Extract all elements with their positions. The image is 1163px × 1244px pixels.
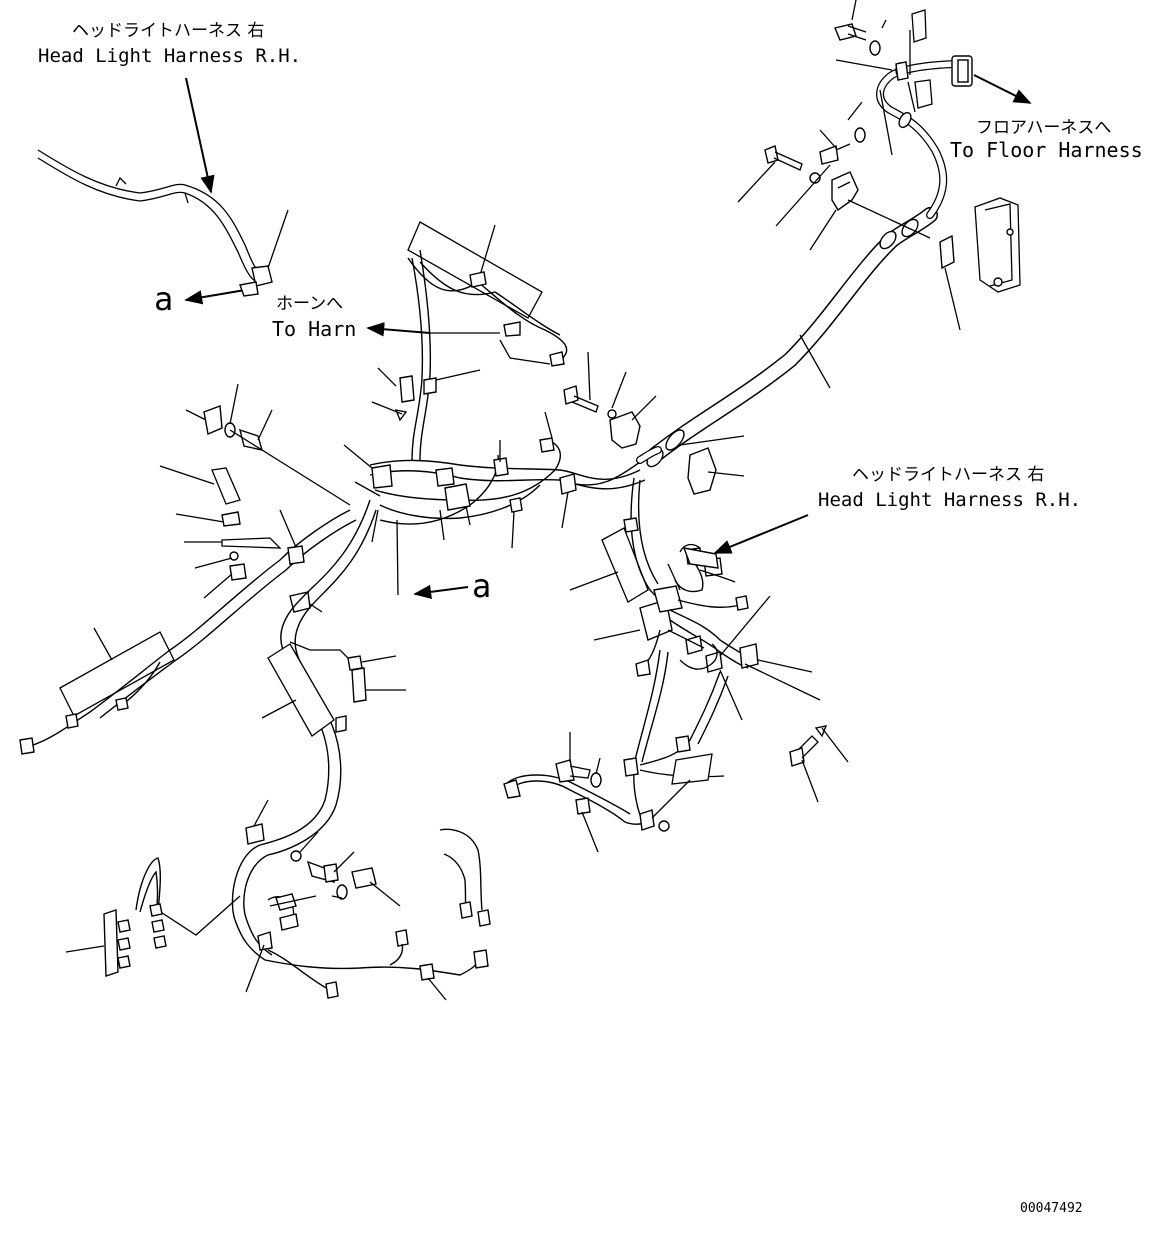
floor-harness-jp: フロアハーネスへ (976, 118, 1111, 138)
center-harness-bundle (343, 249, 745, 596)
reference-a-top: a (154, 280, 173, 318)
horn-en: To Harn (272, 317, 356, 341)
head-light-harness-mid-en: Head Light Harness R.H. (818, 489, 1081, 511)
head-light-harness-top-left (37, 149, 289, 297)
reference-a-center: a (472, 567, 491, 605)
upper-right-hardware (737, 0, 1021, 331)
horn-jp: ホーンへ (276, 294, 343, 314)
floor-harness-en: To Floor Harness (950, 138, 1143, 162)
left-hardware (159, 383, 351, 599)
head-light-harness-top-jp: ヘッドライトハーネス 右 (72, 21, 264, 41)
drawing-number: 00047492 (1020, 1201, 1083, 1216)
left-harness-branch (19, 509, 357, 755)
horn-connector-tag (407, 221, 568, 367)
head-light-harness-top-en: Head Light Harness R.H. (38, 45, 301, 67)
head-light-harness-mid-jp: ヘッドライトハーネス 右 (852, 465, 1044, 485)
direction-arrows (184, 74, 1032, 600)
left-lower-harness (149, 499, 491, 1001)
lower-left-connector-bracket (65, 857, 167, 977)
main-harness-tube (646, 55, 973, 468)
right-harness-cluster (503, 477, 849, 853)
